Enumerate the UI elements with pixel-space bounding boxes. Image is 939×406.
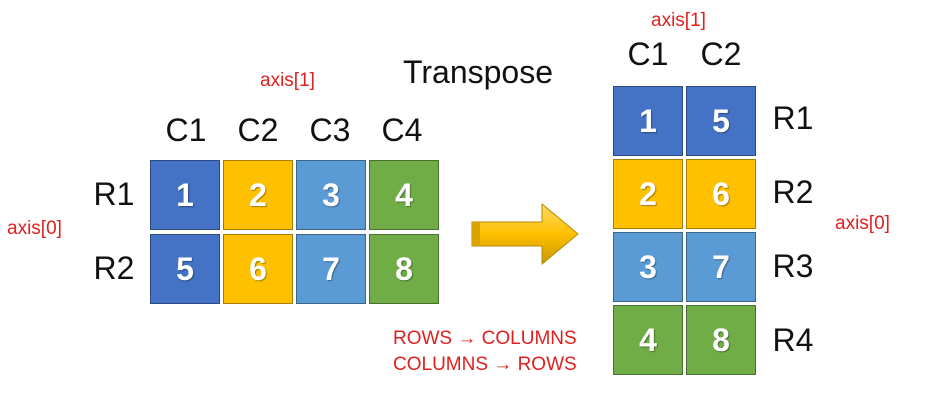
right-cell-r4-c1: 4	[611, 303, 685, 377]
left-cell-r1-c2: 2	[221, 158, 295, 232]
left-col-header-c2: C2	[237, 112, 279, 148]
left-col-header-c4: C4	[381, 112, 423, 148]
left-row-header-r1: R1	[93, 176, 135, 212]
right-cell-r1-c2: 5	[684, 84, 758, 158]
right-row-header-r4: R4	[772, 322, 814, 358]
right-cell-r2-c2: 6	[684, 157, 758, 231]
left-cell-r1-c3: 3	[294, 158, 368, 232]
left-col-header-c3: C3	[309, 112, 351, 148]
left-col-header-c1: C1	[165, 112, 207, 148]
left-cell-r2-c3: 7	[294, 232, 368, 306]
right-row-header-r1: R1	[772, 100, 814, 136]
right-col-header-c2: C2	[700, 36, 742, 72]
transpose-title: Transpose	[403, 54, 553, 90]
left-cell-r2-c4: 8	[367, 232, 441, 306]
left-cell-r1-c1: 1	[148, 158, 222, 232]
right-col-header-c1: C1	[627, 36, 669, 72]
left-axis1-label: axis[1]	[260, 70, 315, 91]
note-rows-to-columns: ROWS → COLUMNS	[393, 328, 577, 349]
left-cell-r1-c4: 4	[367, 158, 441, 232]
left-row-header-r2: R2	[93, 250, 135, 286]
right-cell-r4-c2: 8	[684, 303, 758, 377]
left-cell-r2-c1: 5	[148, 232, 222, 306]
right-row-header-r3: R3	[772, 248, 814, 284]
right-axis0-label: axis[0]	[835, 213, 890, 234]
right-arrow-icon	[471, 202, 579, 266]
right-row-header-r2: R2	[772, 174, 814, 210]
right-cell-r3-c2: 7	[684, 230, 758, 304]
right-cell-r2-c1: 2	[611, 157, 685, 231]
right-cell-r1-c1: 1	[611, 84, 685, 158]
right-axis1-label: axis[1]	[651, 10, 706, 31]
right-cell-r3-c1: 3	[611, 230, 685, 304]
left-cell-r2-c2: 6	[221, 232, 295, 306]
note-columns-to-rows: COLUMNS → ROWS	[393, 354, 577, 375]
left-axis0-label: axis[0]	[7, 218, 62, 239]
